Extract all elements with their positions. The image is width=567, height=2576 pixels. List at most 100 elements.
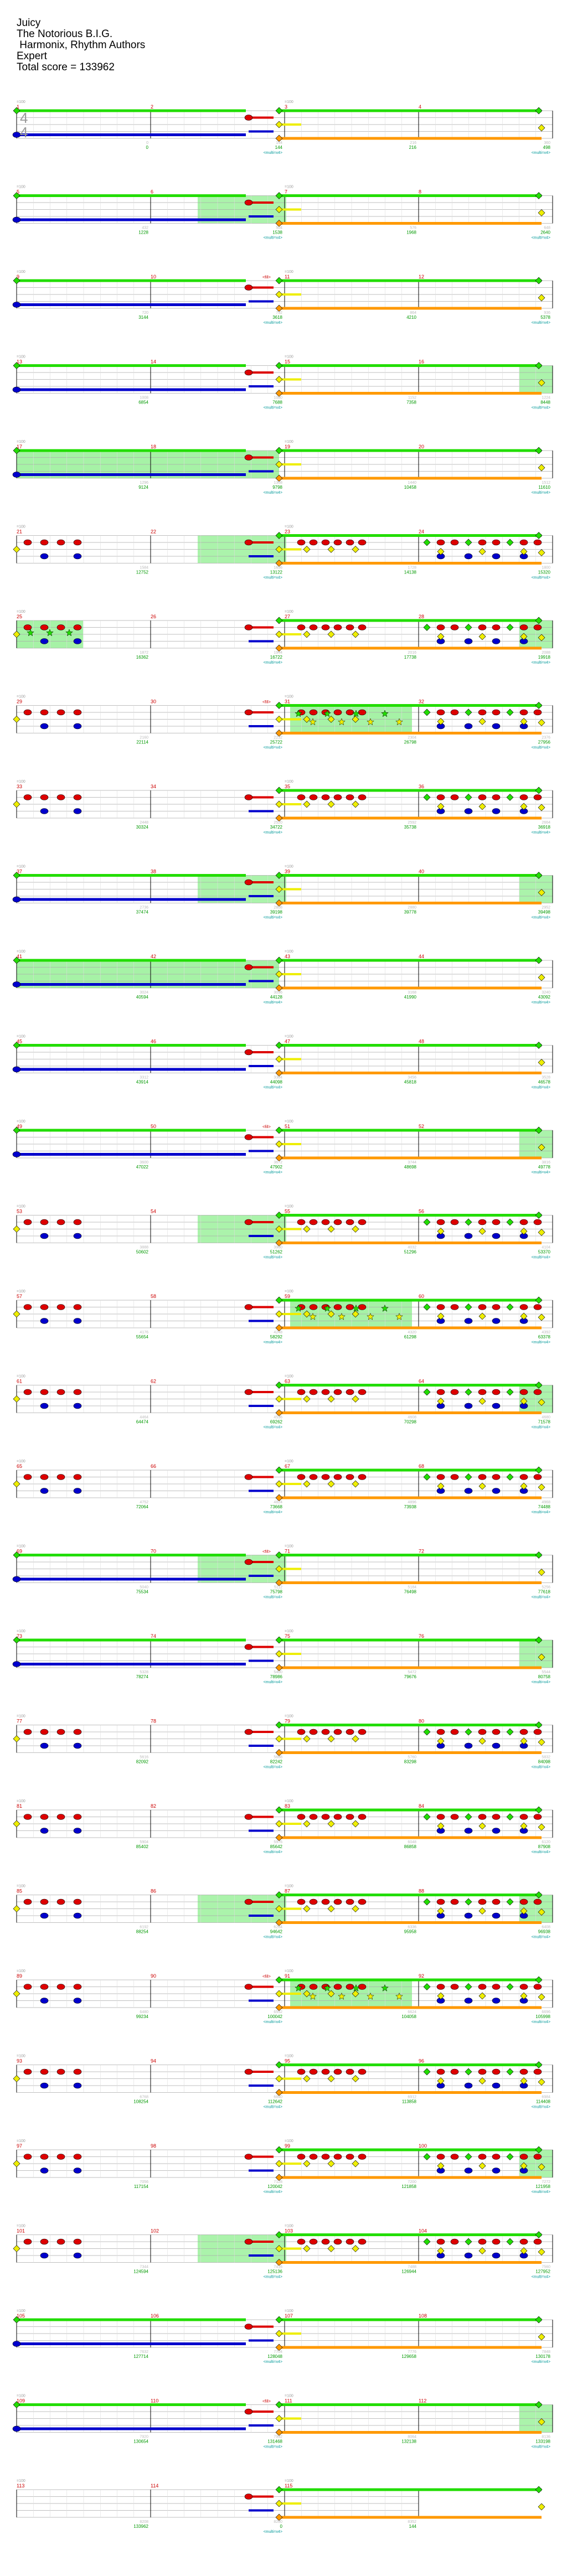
tom-gem	[12, 472, 21, 478]
measure-score: 7344	[140, 2265, 148, 2269]
measure-score: 6048	[408, 1840, 416, 1844]
star-gem	[381, 710, 389, 717]
tom-gem	[464, 1912, 473, 1919]
measure-number: 58	[151, 1294, 156, 1299]
measure-score: 3240	[542, 991, 550, 995]
tom-gem	[346, 1474, 354, 1480]
multiplier-label: <multi=x4>	[264, 1936, 282, 1939]
cymbal-gem	[275, 984, 283, 992]
measure-number: 90	[151, 1973, 156, 1979]
staff-row	[13, 1721, 553, 1756]
tom-gem	[297, 2154, 306, 2160]
cymbal-gem	[506, 1218, 514, 1226]
tom-gem	[73, 2068, 82, 2075]
staff-row	[12, 1042, 553, 1077]
tom-gem	[519, 1814, 528, 1820]
measure-number: 33	[17, 784, 22, 789]
star-gem	[323, 1304, 331, 1312]
tom-gem	[478, 1474, 487, 1480]
cymbal-gem	[465, 1303, 472, 1311]
tom-gem	[464, 1488, 473, 1494]
multiplier-label: <multi=x4>	[264, 1680, 282, 1684]
tom-gem	[464, 2082, 473, 2089]
cumulative-score: 84098	[538, 1760, 551, 1765]
measure-number: 83	[285, 1803, 290, 1809]
cymbal-gem	[520, 2077, 528, 2084]
cymbal-gem	[303, 1820, 311, 1828]
multiplier-label: <multi=x4>	[264, 2445, 282, 2449]
tom-gem	[492, 2168, 501, 2174]
tom-gem	[73, 1814, 82, 1820]
tom-gem	[244, 2154, 253, 2160]
cymbal-gem	[437, 803, 445, 810]
tom-gem	[56, 2154, 65, 2160]
measure-score: 6192	[140, 1926, 148, 1930]
star-gem	[323, 710, 331, 717]
cymbal-gem	[275, 1069, 283, 1077]
cumulative-score: 1968	[406, 230, 416, 235]
multiplier-label: <multi=x4>	[264, 2106, 282, 2109]
cymbal-gem	[423, 1813, 431, 1820]
measure-number: 31	[285, 699, 290, 705]
cymbal-gem	[352, 1480, 359, 1488]
tom-gem	[450, 2154, 459, 2160]
measure-number: 93	[17, 2058, 22, 2064]
staff-row	[12, 1126, 553, 1162]
tom-gem	[244, 1644, 253, 1650]
cymbal-gem	[437, 548, 445, 555]
time-sig-numerator: 4	[20, 110, 28, 126]
cymbal-gem	[303, 800, 311, 808]
tom-gem	[309, 794, 318, 800]
tom-gem	[321, 539, 330, 546]
multiplier-label: <multi=x4>	[264, 576, 282, 580]
cumulative-score: 53370	[538, 1250, 551, 1255]
star-gem	[352, 1304, 360, 1312]
tom-gem	[519, 1474, 528, 1480]
tom-gem	[533, 1984, 542, 1990]
tom-gem	[533, 2068, 542, 2075]
cumulative-score: 120042	[267, 2184, 282, 2189]
cymbal-gem	[275, 1154, 283, 1162]
cymbal-gem	[327, 716, 335, 723]
cumulative-score: 130178	[535, 2354, 550, 2359]
tom-gem	[40, 638, 49, 644]
cymbal-gem	[352, 2245, 359, 2252]
cumulative-score: 61298	[404, 1334, 417, 1339]
cumulative-score: 2640	[540, 230, 550, 235]
cymbal-gem	[352, 630, 359, 638]
tom-gem	[73, 808, 82, 814]
tempo-marker: =100	[285, 1460, 293, 1463]
staff-row	[13, 1296, 553, 1332]
tom-gem	[358, 1389, 367, 1395]
measure-score: 1008	[140, 396, 148, 400]
star-gem	[309, 1992, 317, 2000]
cymbal-gem	[275, 474, 283, 482]
cymbal-gem	[465, 708, 472, 716]
tom-gem	[358, 1899, 367, 1905]
cymbal-gem	[423, 1218, 431, 1226]
multiplier-label: <multi=x4>	[532, 236, 550, 240]
tom-gem	[533, 1899, 542, 1905]
cymbal-gem	[465, 1983, 472, 1990]
measure-number: 34	[151, 784, 156, 789]
measure-score: 720	[142, 311, 148, 315]
cymbal-gem	[275, 461, 283, 468]
cymbal-gem	[275, 1664, 283, 1672]
cymbal-gem	[535, 1042, 543, 1049]
staff-row	[12, 447, 553, 482]
cumulative-score: 27956	[538, 740, 551, 745]
cymbal-gem	[275, 2245, 283, 2252]
multiplier-label: <multi=x4>	[264, 1086, 282, 1090]
measure-score: 1512	[542, 481, 550, 485]
measure-number: 8	[419, 189, 421, 195]
tom-gem	[533, 1219, 542, 1225]
tempo-marker: =100	[17, 1290, 25, 1294]
cymbal-gem	[275, 730, 283, 737]
tom-gem	[333, 2154, 342, 2160]
multiplier-label: <multi=x4>	[264, 2360, 282, 2364]
multiplier-label: <multi=x4>	[532, 406, 550, 410]
cymbal-gem	[275, 2401, 283, 2408]
tom-gem	[464, 638, 473, 644]
cymbal-gem	[538, 209, 545, 216]
measure-score: 1800	[542, 566, 550, 570]
